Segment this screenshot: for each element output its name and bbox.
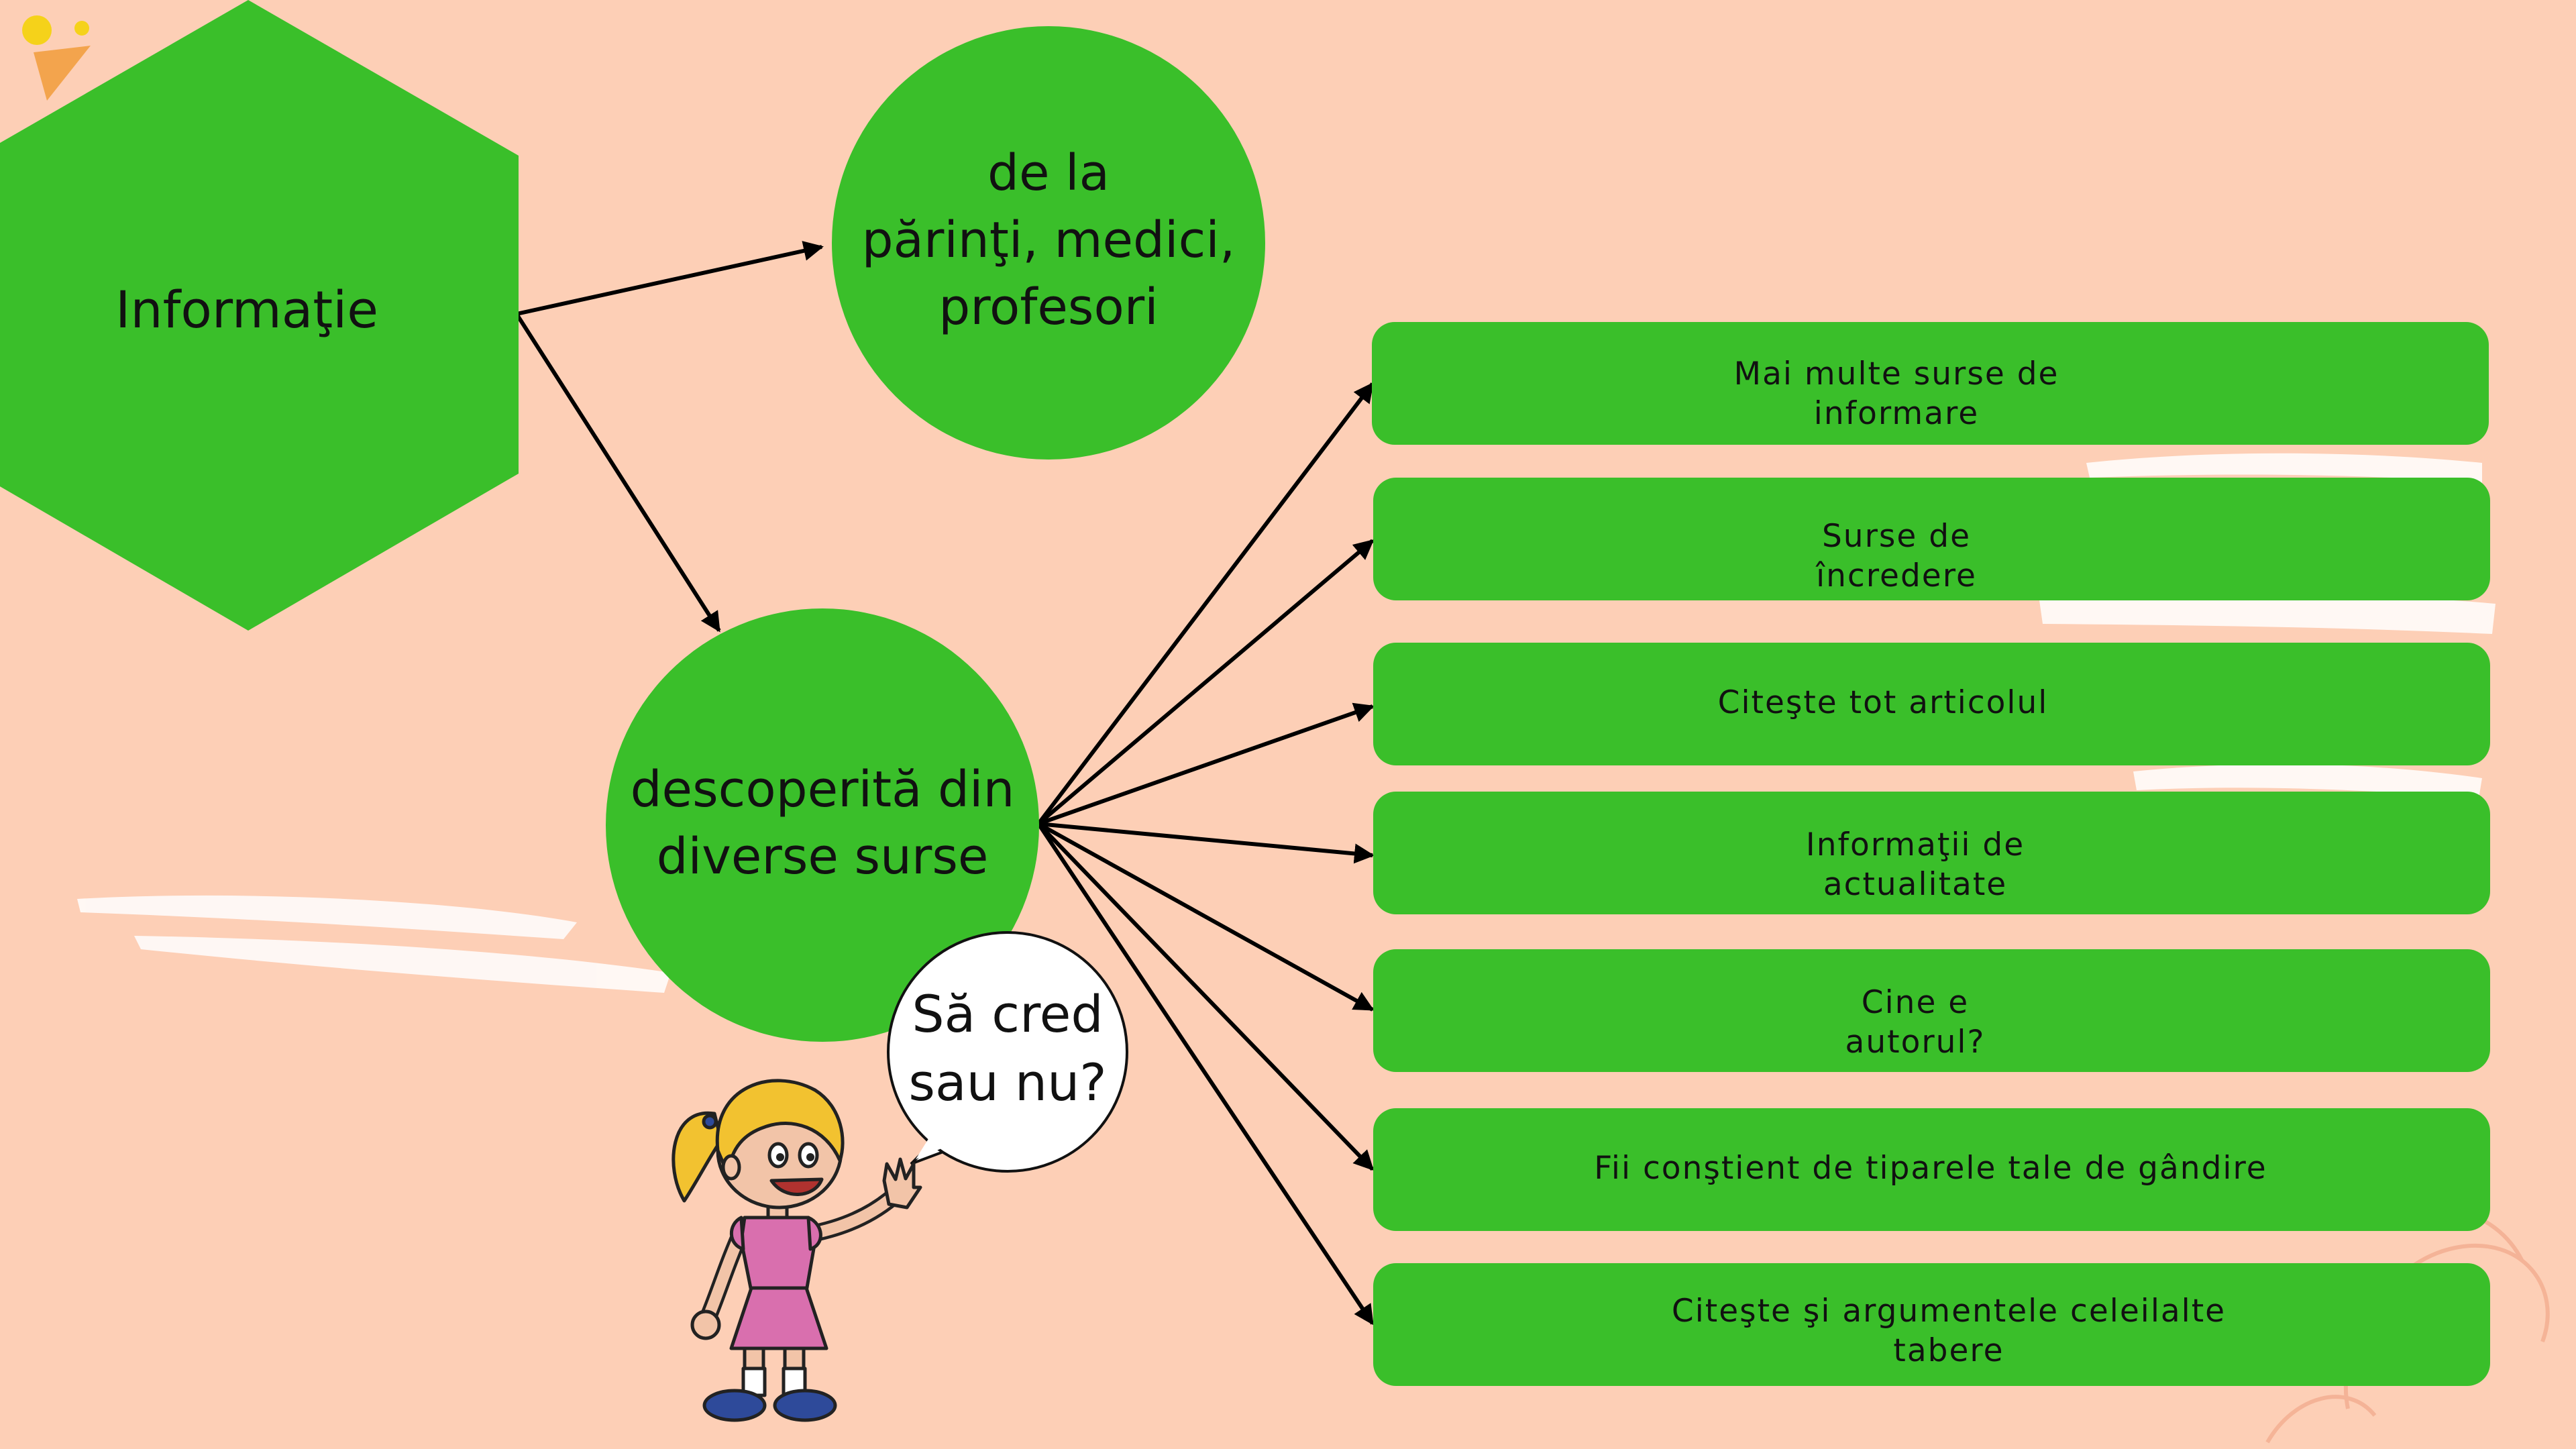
tip-box-6: Fii conştient de tiparele tale de gândir…: [1373, 1108, 2490, 1231]
arrow-to-tip-5: [1037, 822, 1375, 1012]
speech-bubble-line-1: Să cred: [912, 984, 1103, 1044]
tip-box-4: Informaţii de actualitate: [1373, 792, 2490, 914]
arrow-to-tip-2: [1037, 539, 1375, 826]
speech-bubble: Să cred sau nu?: [887, 931, 1128, 1173]
arrows: [515, 241, 1375, 1326]
corner-decoration: [22, 15, 91, 101]
tip-7-line-1: Citeşte şi argumentele celeilalte: [1672, 1293, 2226, 1330]
parents-circle-line-2: părinţi, medici,: [862, 211, 1236, 269]
cartoon-girl-icon: [672, 1079, 922, 1422]
tip-7-line-2: tabere: [1893, 1332, 2004, 1369]
tip-box-2: Surse de încredere: [1373, 478, 2490, 600]
tip-5-line-1: Cine e: [1862, 984, 1969, 1021]
tip-4-line-1: Informaţii de: [1806, 826, 2025, 863]
arrow-to-tip-6: [1036, 822, 1375, 1171]
arrow-to-parents-circle: [516, 241, 824, 316]
arrow-to-sources-circle: [515, 313, 721, 633]
arrow-to-tip-1: [1036, 382, 1375, 825]
brush-strokes-decoration: [77, 453, 2496, 993]
tip-2-line-1: Surse de: [1822, 518, 1971, 555]
tip-3-line-1: Citeşte tot articolul: [1718, 684, 2049, 721]
tip-5-line-2: autorul?: [1845, 1024, 1986, 1061]
arrow-to-tip-7: [1036, 822, 1375, 1326]
parents-circle: de la părinţi, medici, profesori: [832, 26, 1265, 460]
arrow-to-tip-3: [1038, 702, 1375, 826]
sources-circle-line-1: descoperită din: [631, 761, 1015, 818]
tip-6-line-1: Fii conştient de tiparele tale de gândir…: [1594, 1150, 2267, 1187]
sources-circle-line-2: diverse surse: [657, 828, 989, 885]
arrow-to-tip-4: [1038, 822, 1375, 864]
tip-box-1: Mai multe surse de informare: [1372, 322, 2489, 445]
tip-box-3: Citeşte tot articolul: [1373, 643, 2490, 765]
tip-2-line-2: încredere: [1815, 557, 1977, 594]
tip-4-line-2: actualitate: [1823, 866, 2007, 903]
parents-circle-line-1: de la: [987, 144, 1110, 202]
hexagon-label: Informaţie: [115, 280, 378, 339]
tip-1-line-1: Mai multe surse de: [1734, 356, 2059, 392]
sources-circle: descoperită din diverse surse: [606, 608, 1039, 1042]
tip-box-7: Citeşte şi argumentele celeilalte tabere: [1373, 1263, 2490, 1386]
parents-circle-line-3: profesori: [938, 278, 1158, 336]
tip-box-5: Cine e autorul?: [1373, 949, 2490, 1072]
speech-bubble-line-2: sau nu?: [908, 1053, 1106, 1112]
information-hexagon: Informaţie: [0, 0, 519, 631]
tip-1-line-2: informare: [1814, 395, 1979, 432]
